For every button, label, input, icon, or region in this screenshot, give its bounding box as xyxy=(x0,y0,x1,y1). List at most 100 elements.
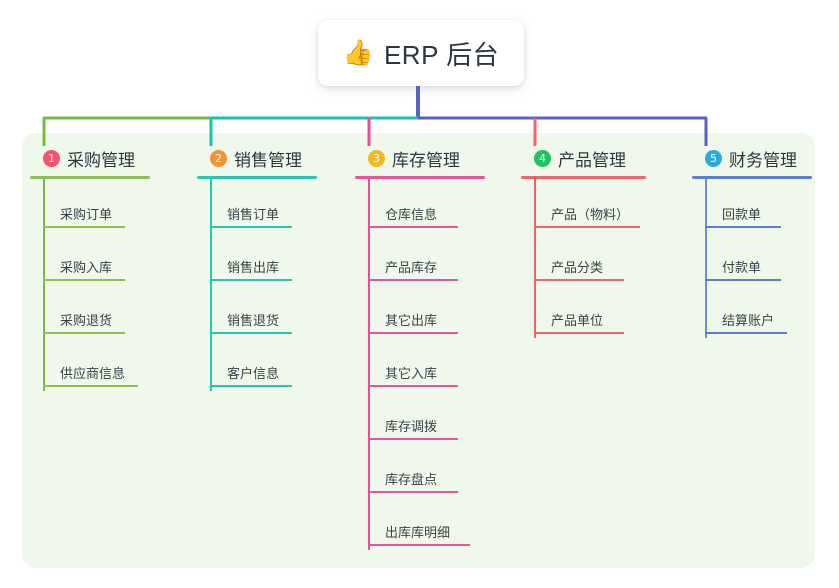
branch-column-3: 3 库存管理仓库信息产品库存其它出库其它入库库存调拨库存盘点出库库明细 xyxy=(355,146,485,550)
branch-column-2: 2 销售管理销售订单销售出库销售退货客户信息 xyxy=(197,146,317,391)
branch-item-rule xyxy=(43,385,138,387)
branch-item-label: 付款单 xyxy=(722,260,762,275)
branch-item-list: 回款单付款单结算账户 xyxy=(692,179,812,338)
branch-header-1[interactable]: 1 采购管理 xyxy=(30,146,150,170)
branch-item-list: 销售订单销售出库销售退货客户信息 xyxy=(197,179,317,391)
branch-column-5: 5 财务管理回款单付款单结算账户 xyxy=(692,146,812,338)
branch-item[interactable]: 库存调拨 xyxy=(355,391,485,444)
branch-item[interactable]: 采购订单 xyxy=(30,179,150,232)
branch-title: 销售管理 xyxy=(234,150,302,170)
branch-item[interactable]: 产品库存 xyxy=(355,232,485,285)
branch-item[interactable]: 其它出库 xyxy=(355,285,485,338)
branch-item-label: 库存调拨 xyxy=(385,419,438,434)
branch-item-rule xyxy=(368,279,458,281)
branch-item[interactable]: 付款单 xyxy=(692,232,812,285)
branch-item-list: 采购订单采购入库采购退货供应商信息 xyxy=(30,179,150,391)
branch-item[interactable]: 出库库明细 xyxy=(355,497,485,550)
branch-item[interactable]: 销售订单 xyxy=(197,179,317,232)
branch-item-rule xyxy=(43,332,125,334)
branch-spine xyxy=(368,179,370,550)
branch-number-badge: 5 xyxy=(705,149,722,167)
branch-item-label: 客户信息 xyxy=(227,366,280,381)
branch-header-3[interactable]: 3 库存管理 xyxy=(355,146,485,170)
branch-item[interactable]: 产品分类 xyxy=(521,232,646,285)
branch-item-label: 结算账户 xyxy=(722,313,775,328)
branch-item-rule xyxy=(368,226,458,228)
branch-title: 产品管理 xyxy=(558,150,626,170)
branch-header-rule xyxy=(197,176,317,179)
branch-item-rule xyxy=(705,226,781,228)
branch-item-label: 供应商信息 xyxy=(60,366,126,381)
branch-column-1: 1 采购管理采购订单采购入库采购退货供应商信息 xyxy=(30,146,150,391)
branch-number-badge: 4 xyxy=(534,149,551,167)
branch-column-4: 4 产品管理产品（物料） 产品分类产品单位 xyxy=(521,146,646,338)
branch-item[interactable]: 供应商信息 xyxy=(30,338,150,391)
branch-title: 库存管理 xyxy=(392,150,460,170)
branch-title: 财务管理 xyxy=(729,150,797,170)
branch-number-badge: 2 xyxy=(210,149,227,167)
branch-item-rule xyxy=(43,226,125,228)
branch-header-rule xyxy=(692,176,812,179)
branch-item[interactable]: 销售出库 xyxy=(197,232,317,285)
branch-item-list: 仓库信息产品库存其它出库其它入库库存调拨库存盘点出库库明细 xyxy=(355,179,485,550)
branch-header-rule xyxy=(30,176,150,179)
branch-item[interactable]: 结算账户 xyxy=(692,285,812,338)
branch-item-label: 回款单 xyxy=(722,207,762,222)
branch-spine xyxy=(210,179,212,391)
branch-item[interactable]: 仓库信息 xyxy=(355,179,485,232)
branch-item[interactable]: 产品（物料） xyxy=(521,179,646,232)
branch-item[interactable]: 采购入库 xyxy=(30,232,150,285)
branch-header-5[interactable]: 5 财务管理 xyxy=(692,146,812,170)
branch-item-label: 仓库信息 xyxy=(385,207,438,222)
branch-header-4[interactable]: 4 产品管理 xyxy=(521,146,646,170)
branch-item-rule xyxy=(43,279,125,281)
branch-item-rule xyxy=(368,491,458,493)
branch-item-label: 出库库明细 xyxy=(385,525,451,540)
branch-item[interactable]: 销售退货 xyxy=(197,285,317,338)
branch-item[interactable]: 客户信息 xyxy=(197,338,317,391)
branch-item-rule xyxy=(368,544,470,546)
branch-item-rule xyxy=(368,385,458,387)
branch-item[interactable]: 采购退货 xyxy=(30,285,150,338)
branch-item[interactable]: 回款单 xyxy=(692,179,812,232)
branch-item-label: 产品分类 xyxy=(551,260,604,275)
branch-item-rule xyxy=(210,385,292,387)
branch-item-label: 库存盘点 xyxy=(385,472,438,487)
branch-number-badge: 1 xyxy=(43,149,60,167)
branch-item-label: 采购退货 xyxy=(60,313,113,328)
branch-spine xyxy=(534,179,536,338)
branch-item-label: 采购入库 xyxy=(60,260,113,275)
thumbs-up-icon: 👍 xyxy=(342,38,374,67)
branch-item-rule xyxy=(210,332,292,334)
branch-item-label: 采购订单 xyxy=(60,207,113,222)
branch-spine xyxy=(43,179,45,391)
branch-header-rule xyxy=(355,176,485,179)
branch-spine xyxy=(705,179,707,338)
branch-item-rule xyxy=(210,279,292,281)
branch-item-label: 其它出库 xyxy=(385,313,438,328)
branch-item-label: 产品（物料） xyxy=(551,207,630,222)
branch-item-label: 销售退货 xyxy=(227,313,280,328)
branch-item-label: 销售订单 xyxy=(227,207,280,222)
branch-item-rule xyxy=(368,438,458,440)
branch-item-rule xyxy=(534,279,624,281)
branch-item-label: 其它入库 xyxy=(385,366,438,381)
branch-header-rule xyxy=(521,176,646,179)
branch-number-badge: 3 xyxy=(368,149,385,167)
branch-item-label: 产品单位 xyxy=(551,313,604,328)
branch-item-rule xyxy=(705,332,787,334)
branch-title: 采购管理 xyxy=(67,150,135,170)
branch-item-rule xyxy=(210,226,292,228)
branch-item[interactable]: 库存盘点 xyxy=(355,444,485,497)
branch-item-label: 销售出库 xyxy=(227,260,280,275)
root-title: ERP 后台 xyxy=(383,39,500,70)
branch-item-list: 产品（物料） 产品分类产品单位 xyxy=(521,179,646,338)
branch-item-rule xyxy=(534,226,640,228)
root-node[interactable]: 👍 ERP 后台 xyxy=(318,20,524,86)
branch-item-rule xyxy=(368,332,458,334)
branch-header-2[interactable]: 2 销售管理 xyxy=(197,146,317,170)
branch-item[interactable]: 产品单位 xyxy=(521,285,646,338)
branch-item[interactable]: 其它入库 xyxy=(355,338,485,391)
branches-panel xyxy=(22,133,815,568)
